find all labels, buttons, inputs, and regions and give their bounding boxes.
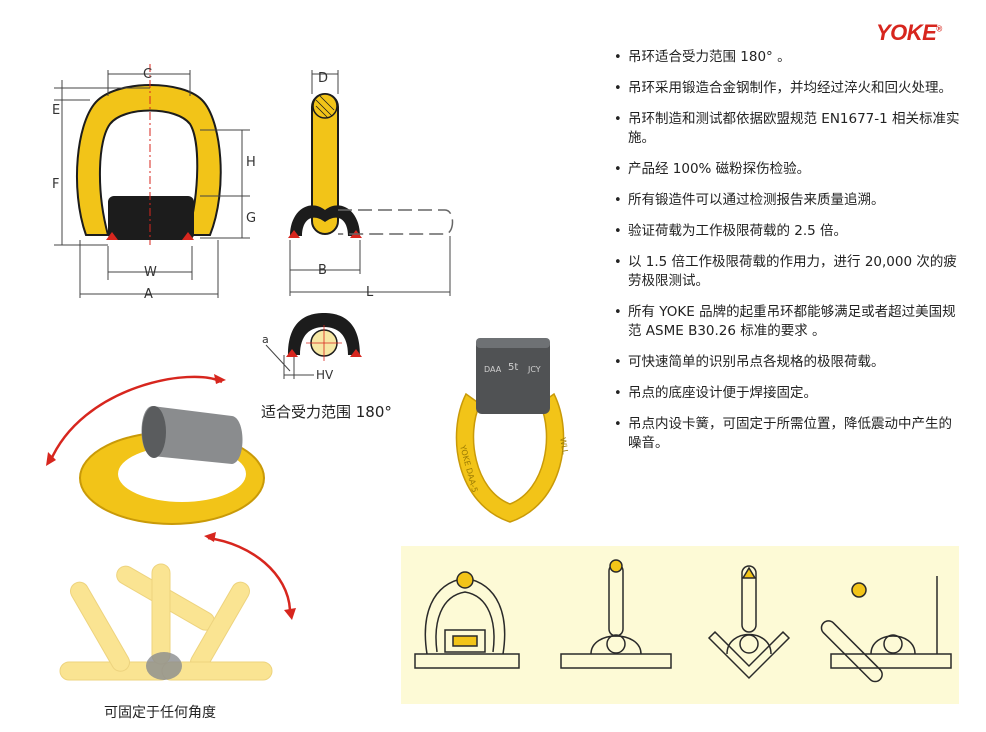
feature-item: 吊环适合受力范围 180° 。 (612, 48, 962, 67)
dim-label-l: L (366, 285, 374, 300)
installation-diagrams (414, 559, 952, 683)
feature-item: 吊点内设卡簧，可固定于所需位置，降低震动中产生的噪音。 (612, 415, 962, 453)
cross-section-drawing: a HV (262, 313, 362, 382)
brand-logo: YOKE® (876, 20, 942, 45)
ring-marking-right: WLL (558, 437, 570, 456)
dim-label-w: W (144, 265, 157, 280)
feature-item: 吊环采用锻造合金钢制作，并均经过淬火和回火处理。 (612, 79, 962, 98)
feature-item: 所有 YOKE 品牌的起重吊环都能够满足或者超过美国规范 ASME B30.26… (612, 303, 962, 341)
dim-label-d: D (318, 71, 328, 86)
dim-label-f: F (52, 177, 59, 192)
block-marking-center: 5t (508, 362, 518, 373)
feature-item: 可快速简单的识别吊点各规格的极限荷载。 (612, 353, 962, 372)
dim-label-a: A (144, 287, 153, 300)
dim-label-h: H (246, 155, 256, 170)
front-view-drawing: C E F H G W A (52, 64, 256, 300)
feature-item: 吊点的底座设计便于焊接固定。 (612, 384, 962, 403)
dim-label-a-small: a (262, 333, 269, 346)
installation-diagram-panel (401, 546, 959, 704)
feature-item: 以 1.5 倍工作极限荷载的作用力，进行 20,000 次的疲劳极限测试。 (612, 253, 962, 291)
feature-item: 验证荷载为工作极限荷载的 2.5 倍。 (612, 222, 962, 241)
caption-any-angle: 可固定于任何角度 (104, 705, 216, 721)
ring-photo-fan (59, 532, 296, 681)
block-marking-left: DAA (484, 365, 502, 374)
side-view-drawing: D B L (288, 70, 454, 300)
dim-label-hv: HV (316, 368, 334, 382)
feature-item: 吊环制造和测试都依据欧盟规范 EN1677-1 相关标准实施。 (612, 110, 962, 148)
ring-photo-tilted (46, 374, 265, 525)
dim-label-c: C (143, 67, 152, 82)
dim-label-e: E (52, 103, 60, 118)
dim-label-b: B (318, 263, 327, 278)
block-marking-right: JCY (527, 365, 541, 374)
feature-item: 所有锻造件可以通过检测报告来质量追溯。 (612, 191, 962, 210)
feature-item: 产品经 100% 磁粉探伤检验。 (612, 160, 962, 179)
feature-list: 吊环适合受力范围 180° 。 吊环采用锻造合金钢制作，并均经过淬火和回火处理。… (612, 48, 962, 465)
dim-label-g: G (246, 211, 256, 226)
ring-photo-upright: DAA 5t JCY YOKE DAA-5 WLL (455, 338, 570, 523)
caption-rotation-range: 适合受力范围 180° (261, 403, 392, 421)
